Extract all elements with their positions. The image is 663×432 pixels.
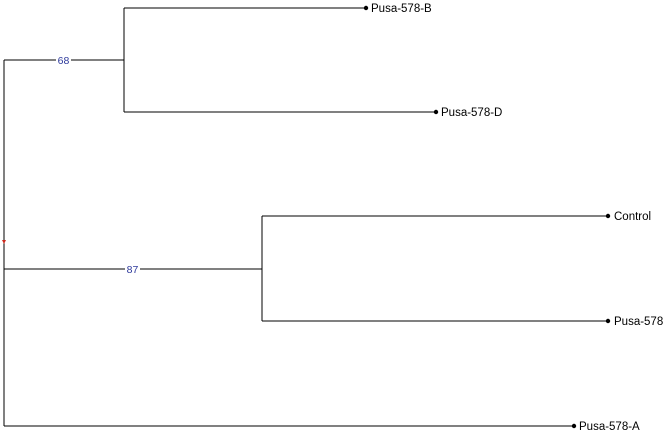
tip-label-control: Control bbox=[614, 211, 651, 223]
tip-label-pusa-578-c: Pusa-578-C bbox=[614, 316, 663, 328]
support-value-clade-control-c: 87 bbox=[127, 264, 139, 276]
tip-dot-pusa-578-a bbox=[571, 423, 577, 429]
tip-label-pusa-578-d: Pusa-578-D bbox=[441, 107, 502, 119]
tip-dot-pusa-578-d bbox=[433, 109, 439, 115]
tip-label-pusa-578-b: Pusa-578-B bbox=[371, 3, 432, 15]
tip-label-pusa-578-a: Pusa-578-A bbox=[579, 421, 640, 432]
support-value-clade-b-d: 68 bbox=[58, 55, 70, 67]
tip-dot-pusa-578-c bbox=[605, 318, 611, 324]
support-value-background-clade-b-d bbox=[56, 54, 71, 66]
root-marker bbox=[2, 240, 6, 244]
tip-dot-pusa-578-b bbox=[363, 5, 369, 11]
tip-dot-control bbox=[605, 213, 611, 219]
support-value-background-clade-control-c bbox=[125, 263, 140, 275]
